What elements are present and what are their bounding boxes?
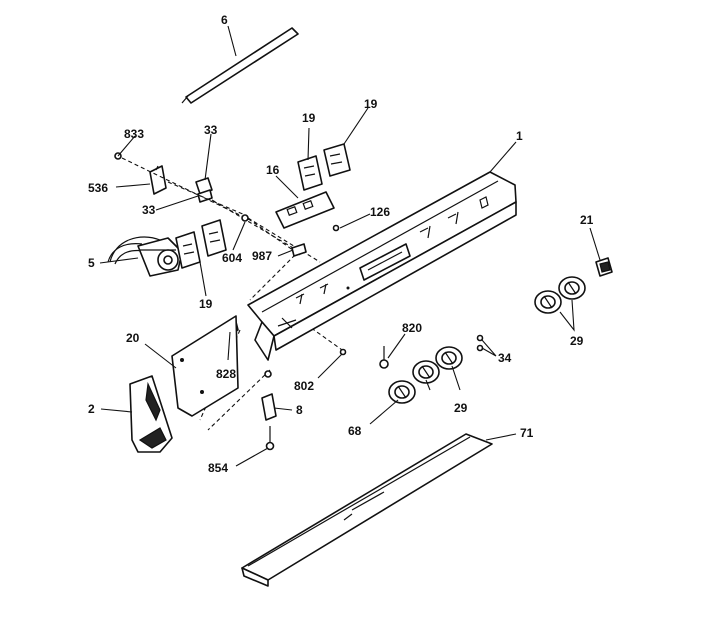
- callout-536: 536: [88, 181, 108, 195]
- callout-820: 820: [402, 321, 422, 335]
- part-71-trim-strip: [241, 433, 493, 587]
- callout-6: 6: [221, 13, 228, 27]
- part-68-knob: [388, 380, 416, 404]
- callout-604: 604: [222, 251, 242, 265]
- part-20-end-bracket: [171, 315, 239, 417]
- callout-987: 987: [252, 249, 272, 263]
- callout-802: 802: [294, 379, 314, 393]
- part-2-end-cap: [129, 375, 173, 453]
- callout-2: 2: [88, 402, 95, 416]
- callout-21: 21: [580, 213, 594, 227]
- part-536-bracket: [149, 165, 167, 195]
- part-19-switch-upper-1: [297, 155, 323, 191]
- callout-34: 34: [498, 351, 512, 365]
- callout-19-upper-2: 19: [364, 97, 378, 111]
- part-19-switch-lower-2: [201, 219, 227, 257]
- callout-19-upper-1: 19: [302, 111, 316, 125]
- callout-833: 833: [124, 127, 144, 141]
- part-29-knob-right-1: [534, 290, 562, 314]
- part-19-switch-upper-2: [323, 143, 351, 177]
- part-820-screw: [379, 346, 389, 369]
- callout-854: 854: [208, 461, 228, 475]
- callout-126: 126: [370, 205, 390, 219]
- callout-5: 5: [88, 256, 95, 270]
- part-29-knob-center-1: [412, 360, 440, 384]
- callout-19-lower: 19: [199, 297, 213, 311]
- callout-33-upper: 33: [204, 123, 218, 137]
- part-29-knob-center-2: [435, 346, 463, 370]
- callout-labels: 6 833 33 536 33 5 19 604 19 19 16 1 126 …: [88, 13, 594, 475]
- callout-29-right: 29: [570, 334, 584, 348]
- callout-1: 1: [516, 129, 523, 143]
- part-1-control-panel: [247, 171, 517, 361]
- leader-lines: [99, 25, 601, 467]
- callout-33-lower: 33: [142, 203, 156, 217]
- part-126-screw: [332, 224, 340, 232]
- callout-68: 68: [348, 424, 362, 438]
- part-8-clip: [261, 370, 277, 421]
- part-854-screw: [265, 426, 275, 451]
- part-802-screw: [339, 348, 347, 356]
- callout-20: 20: [126, 331, 140, 345]
- part-987-clip: [291, 243, 307, 257]
- callout-828: 828: [216, 367, 236, 381]
- part-34-screws: [476, 334, 484, 352]
- part-5-timer-motor: [107, 236, 183, 277]
- part-21-lamp-switch: [595, 257, 613, 277]
- part-29-knob-right-2: [558, 276, 586, 300]
- part-604-screw: [241, 214, 249, 222]
- callout-71: 71: [520, 426, 534, 440]
- callout-16: 16: [266, 163, 280, 177]
- callout-29-center: 29: [454, 401, 468, 415]
- part-16-switch-bracket: [275, 191, 335, 229]
- part-6-trim-rod: [181, 27, 299, 104]
- callout-8: 8: [296, 403, 303, 417]
